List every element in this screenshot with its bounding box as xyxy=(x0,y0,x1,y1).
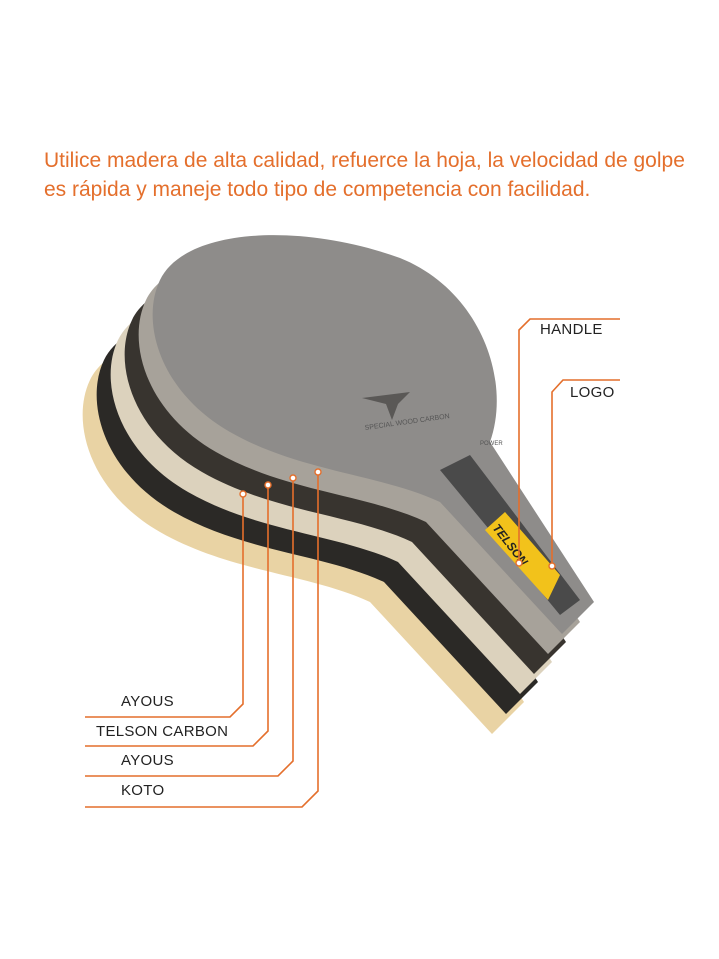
callout-line-ayous-1 xyxy=(85,494,244,718)
callout-line-ayous-2 xyxy=(85,478,294,777)
callout-dots xyxy=(239,468,556,570)
svg-text:POWER: POWER xyxy=(480,441,503,447)
label-layer-koto: KOTO xyxy=(121,782,165,799)
label-logo: LOGO xyxy=(570,384,615,401)
label-layer-telson-carbon: TELSON CARBON xyxy=(96,723,229,740)
label-handle: HANDLE xyxy=(540,321,603,338)
callout-line-handle xyxy=(518,318,620,563)
callout-lines xyxy=(85,318,620,808)
headline-text: Utilice madera de alta calidad, refuerce… xyxy=(44,149,685,201)
callout-line-telson-carbon xyxy=(85,485,269,747)
callout-line-koto xyxy=(85,472,319,808)
label-layer-ayous-1: AYOUS xyxy=(121,693,174,710)
callout-line-logo xyxy=(551,379,620,566)
label-layer-ayous-2: AYOUS xyxy=(121,752,174,769)
